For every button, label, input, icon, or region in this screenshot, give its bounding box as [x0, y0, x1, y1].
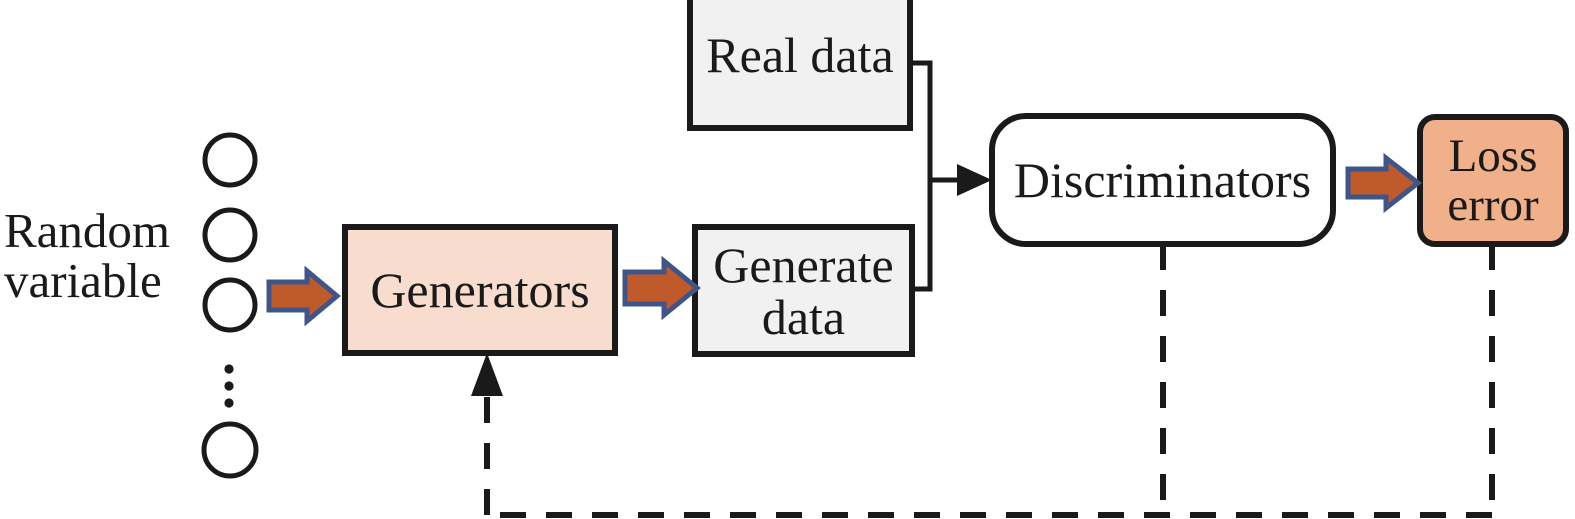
real-data-box[interactable] [687, 0, 913, 131]
neuron-4-circle [201, 421, 259, 479]
real-data-connector-line [910, 60, 933, 180]
feedback-dashed-paths [484, 244, 1495, 518]
random-variable-label: Random variable [4, 203, 171, 308]
discriminator-input-arrowhead [957, 164, 992, 196]
neuron-1-circle [202, 132, 258, 188]
discriminators-box[interactable] [989, 113, 1336, 247]
generate-data-box[interactable] [692, 224, 915, 357]
random-variable-neuron-group [201, 132, 259, 479]
arrow-generators-to-generate-icon [622, 255, 701, 321]
generators-box[interactable] [342, 224, 618, 356]
loss-error-box[interactable] [1417, 114, 1569, 247]
generate-data-connector-line [912, 180, 933, 292]
arrow-discriminators-to-loss-icon [1345, 152, 1423, 214]
arrow-random-to-generators-icon [266, 265, 341, 327]
generators-feedback-arrowhead [471, 353, 503, 396]
neuron-2-circle [202, 207, 258, 263]
vertical-ellipsis-dot-2 [224, 381, 234, 391]
block-arrow-group [266, 152, 1423, 327]
vertical-ellipsis-dot-1 [224, 364, 234, 374]
vertical-ellipsis-dot-3 [224, 398, 234, 408]
neuron-3-circle [202, 277, 258, 333]
